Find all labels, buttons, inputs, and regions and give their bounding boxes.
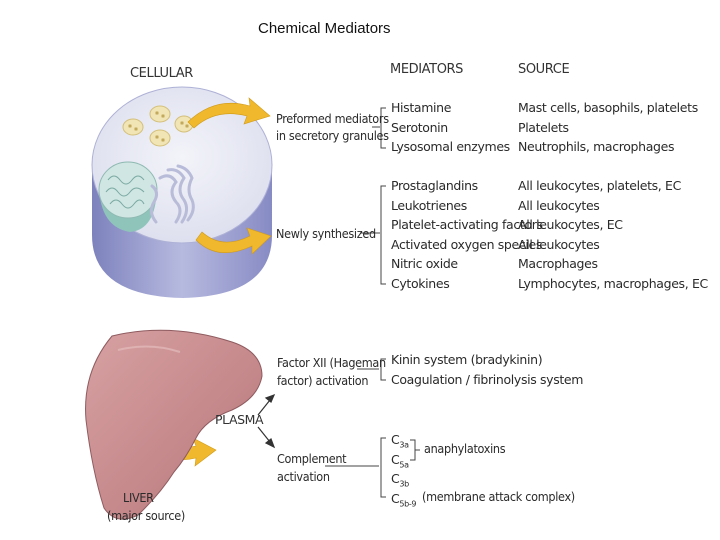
factor-item: Coagulation / fibrinolysis system <box>391 371 584 387</box>
liver-label: LIVER <box>123 490 154 505</box>
complement-label-line1: Complement <box>277 451 347 466</box>
mediator-item: Nitric oxide <box>391 256 458 271</box>
source-item: Macrophages <box>518 256 598 271</box>
mac-label: (membrane attack complex) <box>422 489 575 504</box>
mediator-item: Cytokines <box>391 275 450 291</box>
preformed-label-line2: in secretory granules <box>276 128 389 143</box>
source-item: All leukocytes <box>518 197 600 213</box>
nucleus-icon <box>98 161 158 232</box>
synthesized-label: Newly synthesized <box>276 226 376 241</box>
source-item: Platelets <box>518 119 569 135</box>
synthesized-sources-list: All leukocytes, platelets, EC All leukoc… <box>518 176 708 293</box>
cell-illustration <box>91 86 273 298</box>
plasma-label: PLASMA <box>215 412 264 427</box>
factor-label-line2: factor) activation <box>277 373 369 388</box>
factor-items-list: Kinin system (bradykinin) Coagulation / … <box>391 350 583 389</box>
source-item: Neutrophils, macrophages <box>518 139 675 154</box>
source-header: SOURCE <box>518 62 570 77</box>
liver-sublabel: (major source) <box>107 508 185 523</box>
mediator-item: Histamine <box>391 100 452 115</box>
preformed-label-line1: Preformed mediators <box>276 111 389 126</box>
source-item: Mast cells, basophils, platelets <box>518 100 698 115</box>
source-item: All leukocytes, platelets, EC <box>518 178 681 193</box>
anaphylatoxins-label: anaphylatoxins <box>424 441 506 456</box>
golgi-icon <box>149 164 195 224</box>
granule-icons <box>122 105 194 147</box>
mediator-item: Activated oxygen species <box>391 236 542 252</box>
mediator-item: Platelet-activating factors <box>391 217 543 232</box>
preformed-sources-list: Mast cells, basophils, platelets Platele… <box>518 98 698 157</box>
page-title: Chemical Mediators <box>258 20 391 37</box>
mediator-item: Lysosomal enzymes <box>391 139 510 154</box>
plasma-arrows <box>257 393 276 449</box>
mediator-item: Leukotrienes <box>391 197 467 213</box>
source-item: All leukocytes <box>518 236 600 252</box>
mediator-item: Prostaglandins <box>391 178 478 193</box>
cellular-label: CELLULAR <box>130 66 193 81</box>
complement-label-line2: activation <box>277 469 330 484</box>
factor-item: Kinin system (bradykinin) <box>391 352 543 367</box>
mediator-item: Serotonin <box>391 119 448 135</box>
source-item: All leukocytes, EC <box>518 217 623 232</box>
liver-illustration <box>85 329 263 520</box>
synthesized-mediators-list: Prostaglandins Leukotrienes Platelet-act… <box>391 176 543 293</box>
complement-item: C3b <box>391 471 409 489</box>
complement-item: C5a <box>391 451 409 470</box>
bracket-lines <box>325 107 420 498</box>
factor-label-line1: Factor XII (Hageman <box>277 355 386 370</box>
complement-items-list: C3a C5a C3b C5b-9 <box>391 430 416 508</box>
complement-item: C5b-9 <box>391 490 417 509</box>
complement-item: C3a <box>391 432 409 450</box>
mediators-header: MEDIATORS <box>390 62 464 77</box>
preformed-mediators-list: Histamine Serotonin Lysosomal enzymes <box>391 98 510 157</box>
source-item: Lymphocytes, macrophages, EC <box>518 275 708 291</box>
